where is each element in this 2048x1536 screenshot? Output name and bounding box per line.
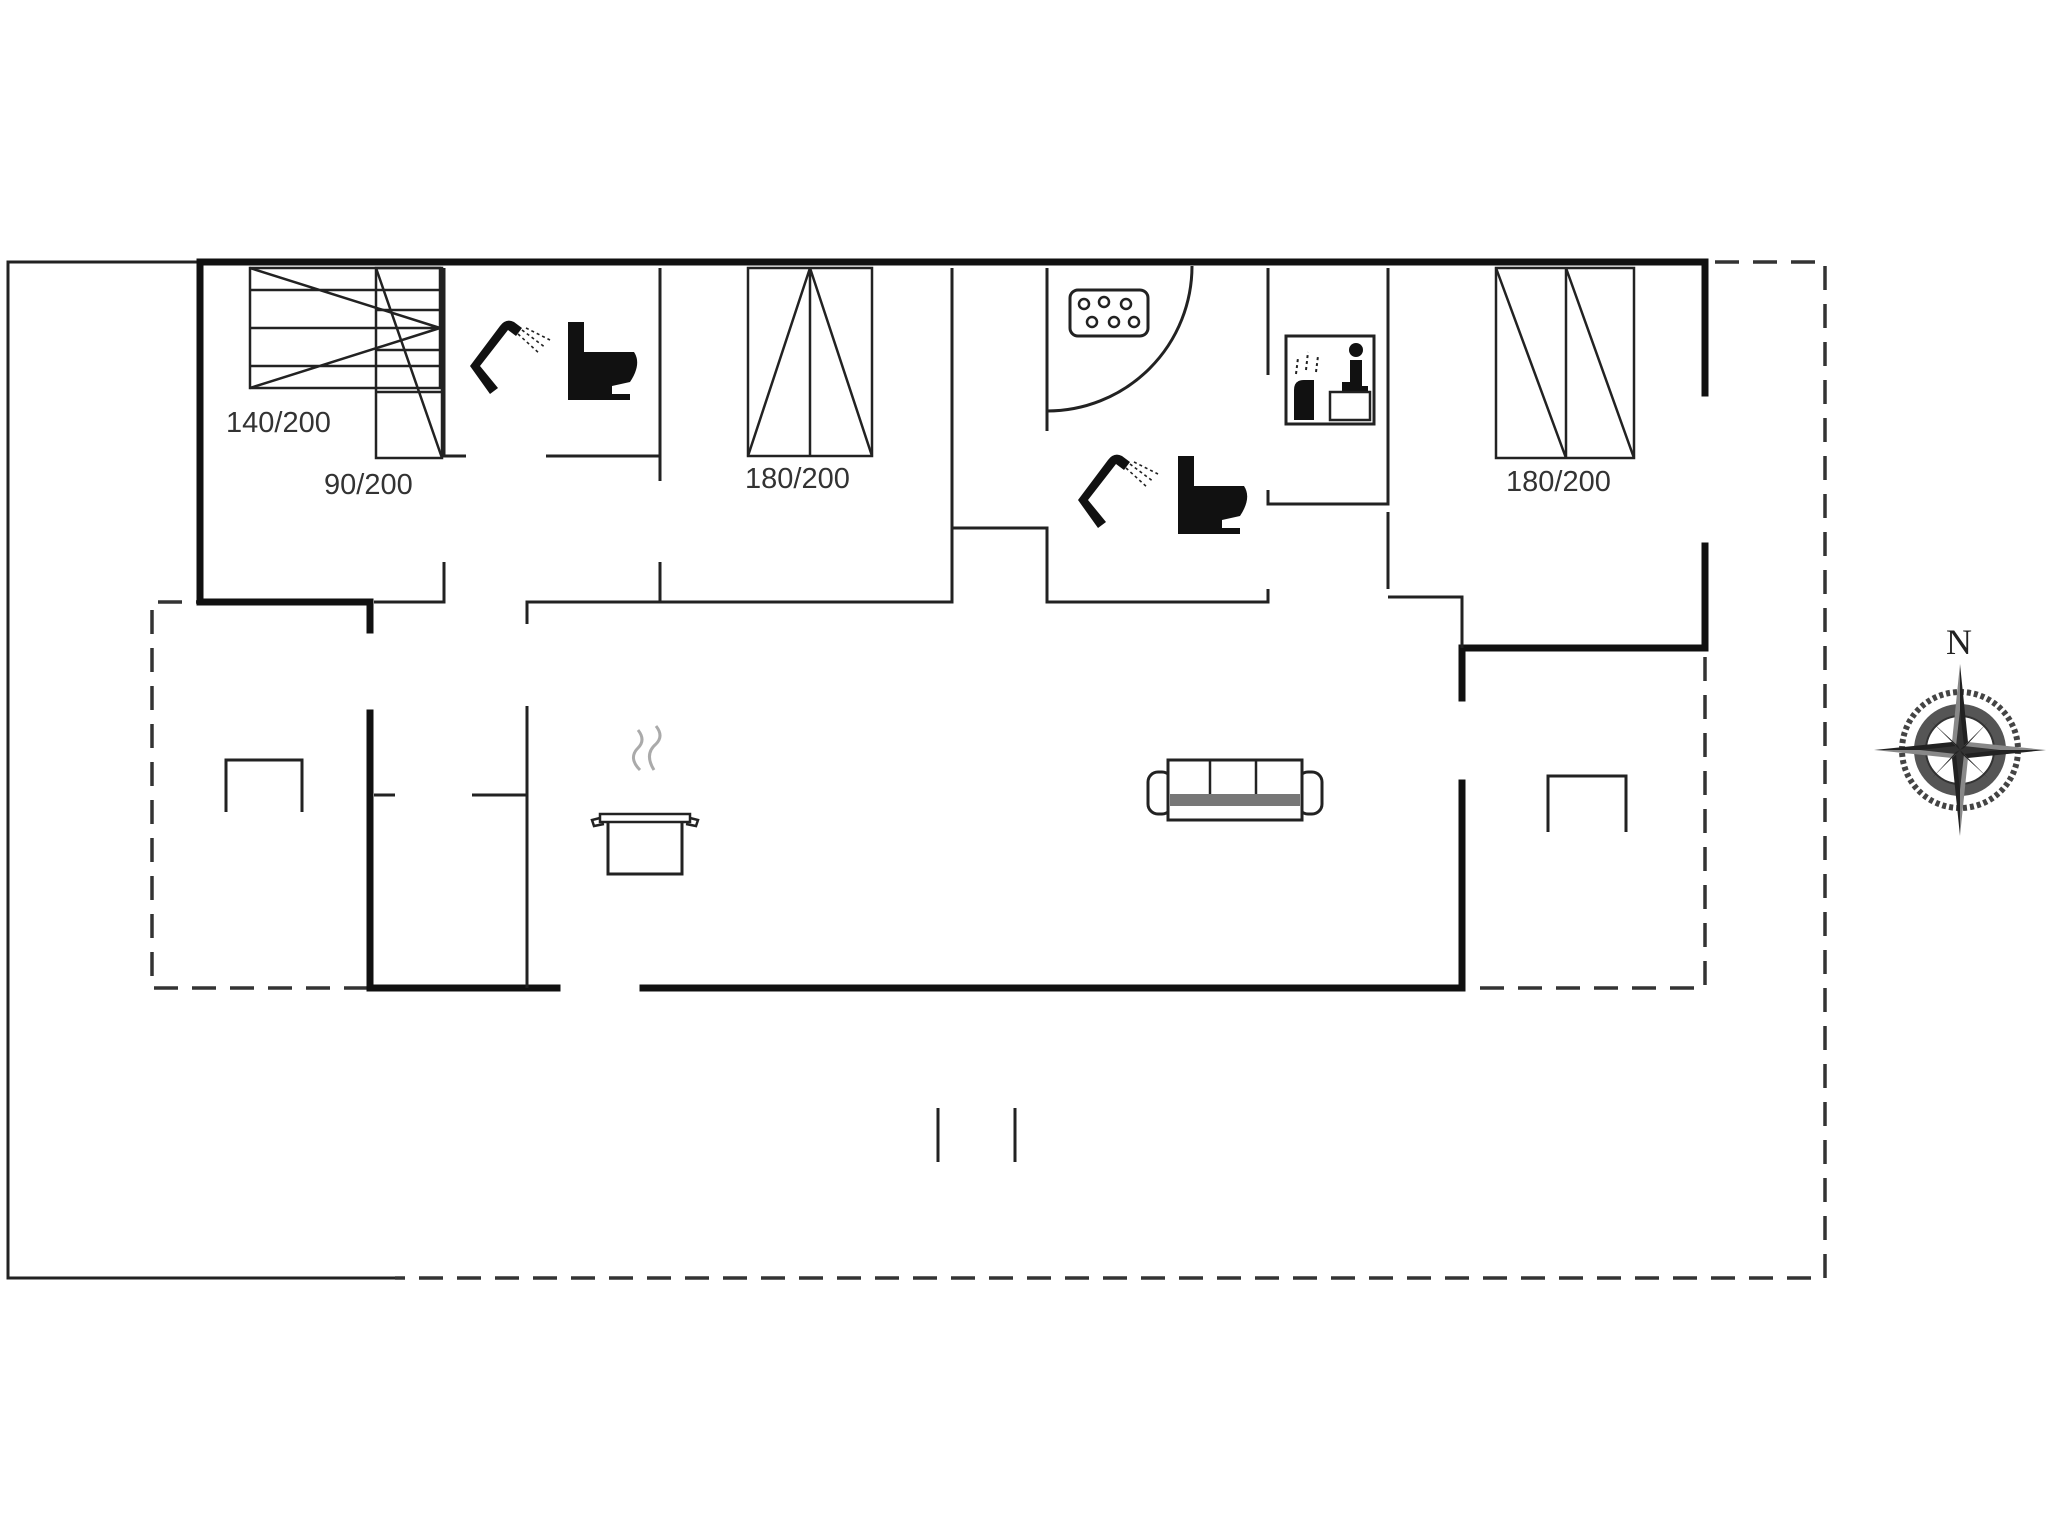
bed-90-label: 90/200 <box>324 469 413 501</box>
plot-boundary-solid <box>6 260 395 1280</box>
south-wall-west <box>366 709 561 992</box>
plot-boundary-dashed <box>395 260 1827 1280</box>
north-wall <box>196 258 1709 606</box>
toilet-icon <box>568 322 638 400</box>
bed-90-lines <box>374 267 444 459</box>
bed-180-b-lines <box>1494 267 1636 459</box>
compass-north-label: N <box>1946 622 1972 662</box>
bed-180-b-label: 180/200 <box>1506 466 1611 498</box>
wall-hall-bath2 <box>952 526 1270 604</box>
wall-bedroom1-door <box>374 562 446 604</box>
wall-bedroom2 <box>525 268 954 624</box>
bed-90-frame <box>374 266 444 460</box>
exterior-walls <box>196 258 1709 992</box>
south-wall-east <box>639 779 1466 992</box>
wall-bedroom1-east <box>442 268 466 458</box>
interior-walls <box>374 268 1464 988</box>
bed-140-label: 140/200 <box>226 407 331 439</box>
terrace-west-table <box>224 758 304 812</box>
bed-180-b <box>1494 266 1636 460</box>
sauna-icon <box>1284 334 1376 426</box>
east-wall <box>1458 542 1709 652</box>
whirlpool-icon <box>1068 288 1150 338</box>
bed-90 <box>374 266 444 460</box>
toilet-icon <box>1178 456 1248 534</box>
terrace-west-outline <box>150 600 368 990</box>
north-west-ledge <box>196 598 374 634</box>
compass-rose-icon <box>1874 664 2046 836</box>
cooking-pot-icon <box>590 725 700 876</box>
terrace-east-outline <box>1467 657 1707 990</box>
door-swing-arc <box>1046 265 1194 413</box>
wall-sauna-room <box>1266 268 1390 506</box>
bed-140 <box>248 266 442 390</box>
shower-icon <box>470 320 551 394</box>
bed-180-a <box>746 266 874 458</box>
terrace-east-table <box>1546 774 1628 832</box>
sofa-icon <box>1146 758 1324 822</box>
bed-140-lines <box>249 266 441 390</box>
plot-boundary <box>6 260 1827 1280</box>
bed-180-a-lines <box>746 267 874 457</box>
shower-icon <box>1078 454 1159 528</box>
wall-hall-east <box>1388 595 1464 648</box>
bed-180-a-label: 180/200 <box>745 463 850 495</box>
